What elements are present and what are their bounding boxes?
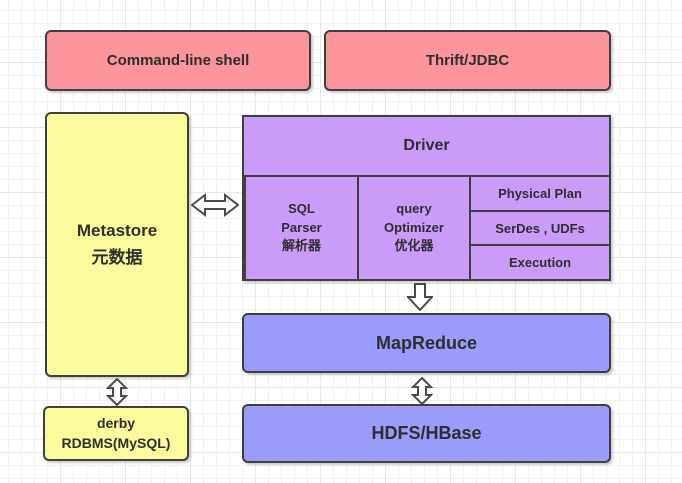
- mapreduce-hdfs-double-arrow-icon: [411, 377, 433, 405]
- query-optimizer-label-1: query: [396, 200, 432, 216]
- driver-mapreduce-down-arrow-icon: [407, 283, 433, 311]
- sql-parser-label-cn: 解析器: [281, 238, 321, 254]
- rdbms-mysql-label: RDBMS(MySQL): [61, 434, 171, 451]
- sql-parser-label-1: SQL: [288, 200, 315, 216]
- stage-physical-plan: Physical Plan: [498, 185, 582, 201]
- command-line-shell-box: Command-line shell: [45, 30, 311, 91]
- metastore-box: Metastore 元数据: [45, 112, 189, 377]
- metastore-label-cn: 元数据: [91, 247, 143, 267]
- stage-serdes-udfs: SerDes , UDFs: [471, 209, 609, 245]
- derby-rdbms-box: derby RDBMS(MySQL): [43, 406, 189, 461]
- command-line-shell-label: Command-line shell: [106, 52, 250, 69]
- query-optimizer-label-cn: 优化器: [394, 238, 434, 254]
- metastore-driver-double-arrow-icon: [191, 192, 239, 218]
- sql-parser-box: SQL Parser 解析器: [244, 175, 359, 281]
- mapreduce-box: MapReduce: [242, 313, 611, 373]
- query-optimizer-box: query Optimizer 优化器: [357, 175, 471, 281]
- metastore-derby-double-arrow-icon: [106, 378, 128, 406]
- driver-title: Driver: [403, 137, 450, 154]
- mapreduce-label: MapReduce: [375, 332, 478, 353]
- hdfs-hbase-box: HDFS/HBase: [242, 404, 611, 463]
- metastore-label: Metastore: [76, 221, 158, 241]
- thrift-jdbc-box: Thrift/JDBC: [324, 30, 611, 91]
- sql-parser-label-2: Parser: [281, 219, 322, 235]
- driver-stages-column: Physical Plan SerDes , UDFs Execution: [469, 175, 611, 281]
- query-optimizer-label-2: Optimizer: [384, 219, 444, 235]
- stage-execution: Execution: [471, 244, 609, 279]
- thrift-jdbc-label: Thrift/JDBC: [425, 52, 510, 69]
- hdfs-hbase-label: HDFS/HBase: [371, 423, 482, 443]
- derby-label: derby: [96, 414, 136, 431]
